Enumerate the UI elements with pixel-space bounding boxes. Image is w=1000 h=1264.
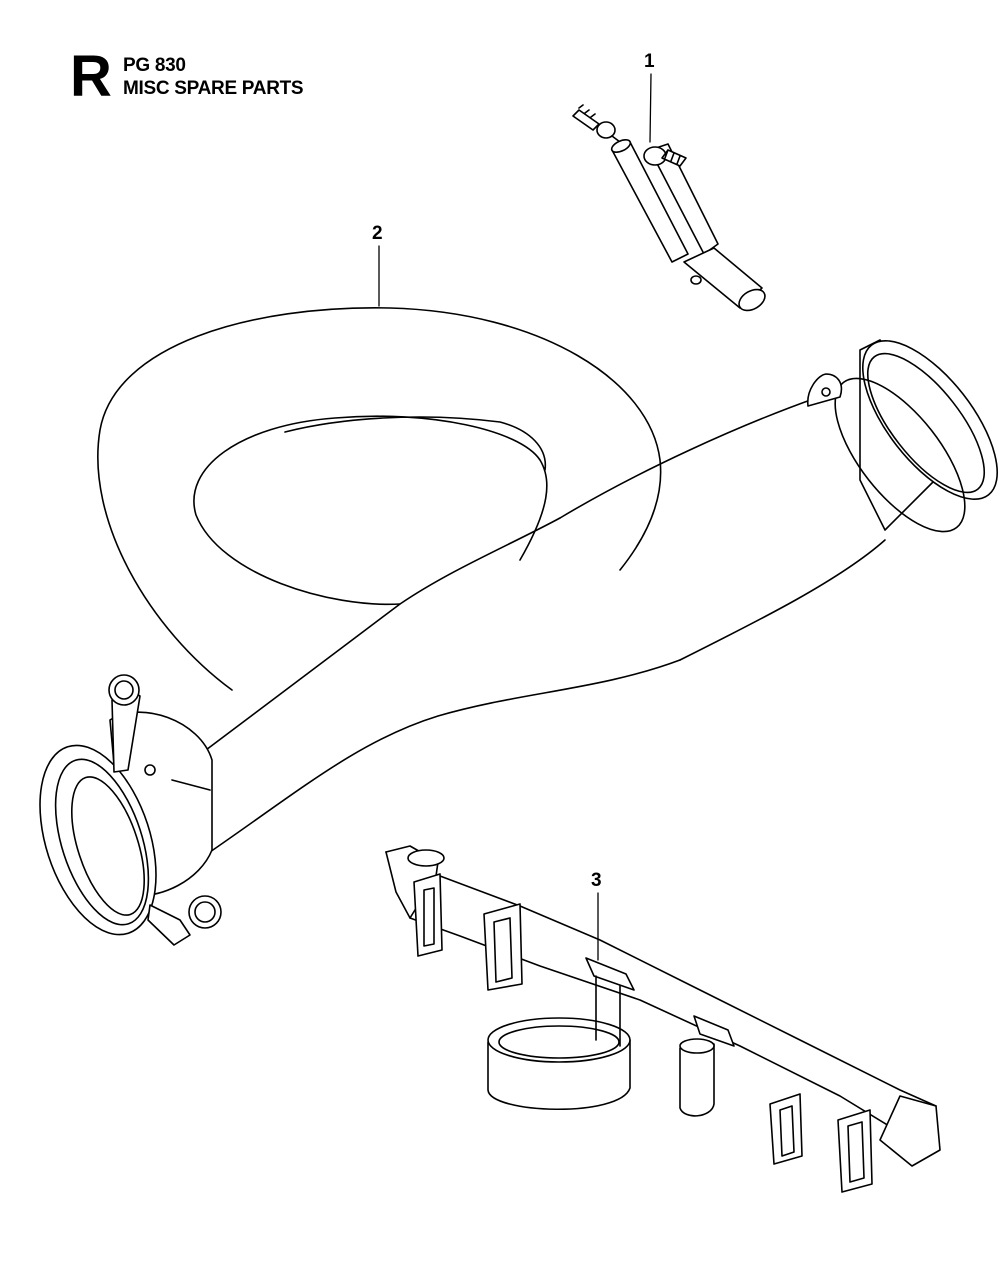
part-1-body-end	[610, 139, 632, 153]
hose-front-arm-top	[181, 517, 561, 769]
strap-holder-cup-inner	[498, 1025, 620, 1059]
part-1-bottom-nub	[690, 275, 702, 285]
page-code: PG 830	[123, 55, 186, 76]
hose-back-arm-bottom	[679, 539, 886, 661]
callout-3[interactable]: 3	[591, 870, 602, 891]
part-1-hose-connector[interactable]	[572, 73, 769, 315]
page-title: MISC SPARE PARTS	[123, 78, 304, 99]
callout-1-leader	[649, 73, 652, 143]
strap-tube-clip	[693, 1015, 735, 1047]
page-header: PG 830 MISC SPARE PARTS	[123, 54, 304, 100]
part-1-threaded-fitting	[661, 149, 687, 167]
hose-right-coupling	[807, 339, 999, 533]
strap-band-top	[385, 851, 937, 1107]
strap-loop-left	[407, 849, 445, 867]
strap-buckle-4	[837, 1109, 873, 1193]
part-1-bottom-end	[738, 288, 766, 312]
strap-holder-cup-rim	[487, 1017, 631, 1063]
strap-end-right	[879, 1095, 941, 1167]
strap-tube-holder-rim	[679, 1038, 715, 1054]
hose-inner-loop	[193, 415, 548, 606]
strap-band-bottom	[409, 917, 913, 1141]
strap-buckle-3	[769, 1093, 803, 1165]
callout-1[interactable]: 1	[644, 51, 655, 72]
strap-buckle-2	[483, 903, 523, 991]
hose-inner-rim	[284, 416, 547, 471]
part-1-bottom-body	[683, 247, 763, 309]
callout-2[interactable]: 2	[372, 223, 383, 244]
hose-front-arm-bottom	[209, 659, 681, 853]
part-2-hose[interactable]	[18, 245, 1000, 949]
part-1-body-tube-2	[649, 143, 719, 255]
part-1-threaded-tip	[572, 104, 600, 131]
part-1-tip-nut	[596, 121, 616, 139]
strap-holder-clip	[585, 957, 635, 1047]
hose-outer-loop	[97, 307, 662, 691]
hose-back-arm-top	[559, 397, 817, 519]
strap-buckle-1	[413, 873, 443, 957]
section-letter: R	[70, 44, 112, 109]
strap-tube-holder	[679, 1043, 715, 1117]
hose-left-coupling	[39, 674, 222, 946]
part-3-harness-strap[interactable]	[385, 845, 941, 1193]
